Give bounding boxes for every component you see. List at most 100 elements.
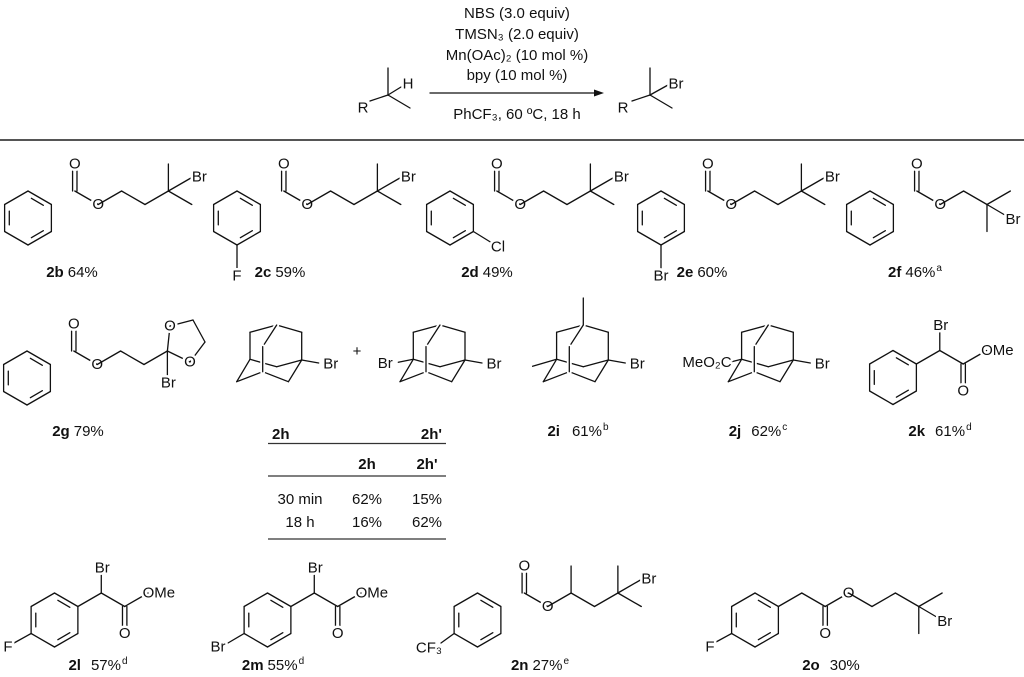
- atom-label: O: [702, 156, 714, 173]
- reaction-arrow: [429, 89, 604, 97]
- bond-line: [262, 324, 278, 348]
- bond-line: [589, 190, 615, 206]
- footnote-marker: d: [122, 656, 128, 667]
- bond-line: [582, 359, 609, 368]
- bond-line: [13, 632, 32, 644]
- footnote-marker: d: [299, 656, 305, 667]
- atom-label: Br: [815, 356, 830, 373]
- bond-line: [660, 190, 686, 206]
- bond-line: [453, 592, 479, 608]
- bond-line: [649, 84, 669, 96]
- compound-id: 2d: [461, 264, 479, 281]
- bond-line: [399, 371, 427, 383]
- table-cell: 62%: [412, 514, 442, 531]
- bond-line: [29, 390, 43, 399]
- ester-group-label: MeO₂C: [682, 354, 731, 371]
- methoxy-label: OMe: [143, 585, 176, 602]
- bond-line: [727, 358, 743, 383]
- footnote-marker: c: [782, 422, 787, 433]
- bond-line: [542, 371, 570, 383]
- table-cell: 62%: [352, 491, 382, 508]
- bond-line: [236, 190, 262, 206]
- compound-yield: 61%: [572, 423, 602, 440]
- atom-label: Br: [641, 571, 656, 588]
- atom-label: Br: [487, 356, 502, 373]
- atom-label: O: [164, 318, 176, 335]
- bond-line: [962, 349, 988, 365]
- bond-line: [872, 197, 886, 206]
- bond-line: [97, 190, 123, 206]
- bond-line: [120, 190, 146, 206]
- bond-line: [73, 350, 98, 366]
- atom-label: O: [69, 156, 81, 173]
- bond-line: [767, 359, 794, 368]
- atom-label: O: [332, 625, 344, 642]
- footnote-marker: a: [936, 263, 942, 274]
- atom-label: O: [819, 625, 831, 642]
- atom-label: Br: [614, 169, 629, 186]
- bond-line: [519, 190, 545, 206]
- bond-line: [96, 350, 122, 366]
- bond-line: [451, 359, 466, 383]
- atom-label: Br: [937, 613, 952, 630]
- bond-line: [868, 390, 894, 406]
- bond-line: [376, 176, 402, 192]
- bond-line: [270, 632, 284, 641]
- bond-line: [144, 190, 170, 206]
- atom-label: Br: [161, 375, 176, 392]
- compound-yield: 49%: [483, 264, 513, 281]
- bond-line: [531, 358, 558, 367]
- bond-line: [262, 371, 290, 383]
- bond-line: [100, 592, 126, 608]
- bond-line: [353, 190, 379, 206]
- bond-line: [986, 203, 1005, 216]
- bond-line: [313, 592, 339, 608]
- table-column-header: 2h: [358, 456, 376, 473]
- bond-line: [617, 578, 642, 594]
- atom-label: Br: [654, 268, 669, 285]
- bond-line: [568, 371, 596, 383]
- bond-line: [276, 324, 303, 333]
- bond-line: [239, 197, 253, 206]
- trifluoromethyl-label: CF₃: [416, 640, 442, 657]
- compound-id: 2n: [511, 657, 529, 674]
- bond-line: [26, 350, 52, 366]
- bond-line: [631, 94, 651, 102]
- bond-line: [542, 358, 558, 383]
- bond-line: [30, 197, 44, 206]
- bond-line: [169, 319, 194, 327]
- bond-line: [239, 230, 253, 239]
- compound-yield: 55%: [268, 657, 298, 674]
- bond-line: [663, 197, 677, 206]
- bond-line: [986, 190, 1012, 206]
- reaction-conditions: PhCF₃, 60 ºC, 18 h: [453, 106, 580, 123]
- compound-yield: 61%: [935, 423, 965, 440]
- table-top-label: 2h': [421, 426, 442, 443]
- atom-label: F: [232, 268, 241, 285]
- table-row-time: 30 min: [277, 491, 322, 508]
- atom-label: Br: [1005, 211, 1020, 228]
- bond-line: [894, 592, 920, 608]
- bond-line: [542, 190, 568, 206]
- table-top-label: 2h: [272, 426, 290, 443]
- bond-line: [166, 350, 191, 363]
- bond-line: [754, 632, 780, 648]
- bond-line: [824, 592, 850, 608]
- bond-line: [730, 190, 756, 206]
- hydrogen-label: H: [403, 76, 414, 93]
- bond-line: [236, 358, 251, 383]
- bond-line: [707, 190, 732, 206]
- bond-line: [892, 349, 918, 365]
- bond-line: [589, 176, 615, 192]
- atom-label: F: [705, 639, 714, 656]
- bond-line: [439, 359, 466, 368]
- bond-line: [452, 230, 466, 239]
- bond-line: [119, 350, 145, 366]
- reagent-line: NBS (3.0 equiv): [464, 5, 570, 22]
- bond-line: [329, 190, 355, 206]
